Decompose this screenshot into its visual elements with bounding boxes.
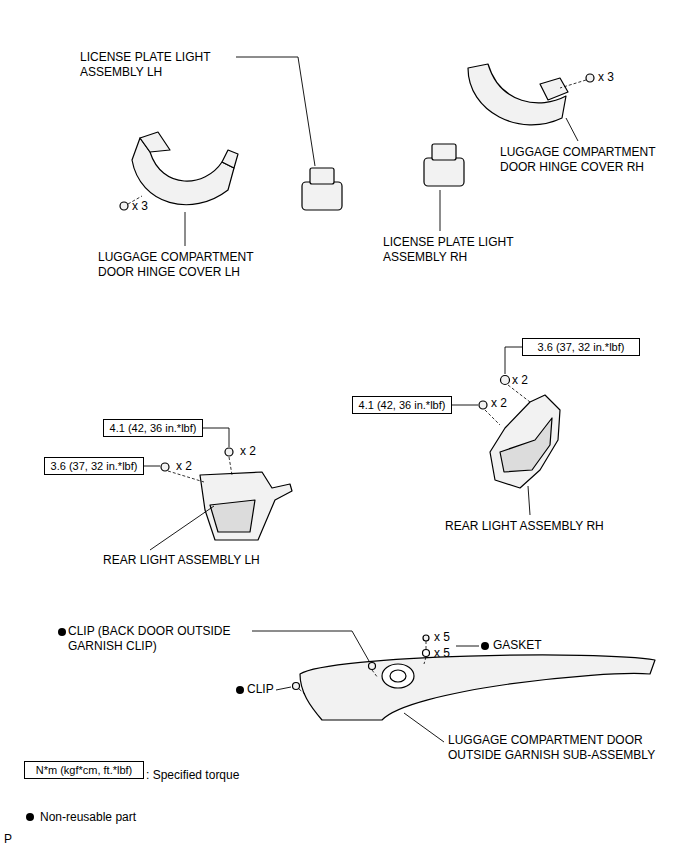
leader-line <box>236 57 315 166</box>
quantity: x 2 <box>176 459 192 474</box>
nut <box>501 376 510 385</box>
quantity: x 5 <box>434 630 450 645</box>
torque-box: 3.6 (37, 32 in.*lbf) <box>522 338 640 356</box>
torque-value: 3.6 (37, 32 in.*lbf) <box>51 460 138 472</box>
license-light <box>424 158 464 186</box>
leader-line <box>452 405 478 406</box>
nut <box>423 635 429 641</box>
clip <box>369 663 376 670</box>
hinge-cover-bracket <box>140 132 170 152</box>
nut <box>161 463 169 471</box>
part-name: LUGGAGE COMPARTMENT DOOR HINGE COVER LH <box>98 250 263 280</box>
install-line <box>299 689 305 694</box>
leader-line <box>185 212 186 246</box>
unit-box: N*m (kgf*cm, ft.*lbf) <box>24 761 144 779</box>
non-reusable-dot <box>26 813 34 821</box>
emblem-inner <box>390 670 406 682</box>
install-line <box>508 385 530 402</box>
install-line <box>229 457 232 475</box>
unit-text: N*m (kgf*cm, ft.*lbf) <box>36 764 133 776</box>
install-line <box>424 657 426 664</box>
quantity: x 2 <box>491 396 507 411</box>
install-line <box>426 641 427 649</box>
quantity: x 3 <box>132 199 148 214</box>
leader-line <box>276 687 291 690</box>
legend-text: : Specified torque <box>146 768 239 783</box>
hinge-cover-bracket <box>540 78 568 100</box>
torque-value: 4.1 (42, 36 in.*lbf) <box>110 422 197 434</box>
quantity: x 3 <box>598 70 614 85</box>
leader-line <box>203 428 229 447</box>
torque-box: 3.6 (37, 32 in.*lbf) <box>44 457 144 475</box>
non-reusable-dot <box>58 628 66 636</box>
torque-value: 3.6 (37, 32 in.*lbf) <box>538 341 625 353</box>
install-line <box>560 80 586 88</box>
non-reusable-dot <box>236 686 244 694</box>
leader-line <box>456 646 479 647</box>
outside-garnish <box>300 655 655 720</box>
nut <box>479 401 487 409</box>
screw <box>120 202 128 210</box>
emblem <box>382 664 414 688</box>
part-name: REAR LIGHT ASSEMBLY LH <box>103 553 260 568</box>
hinge-cover-bracket <box>222 150 238 168</box>
torque-value: 4.1 (42, 36 in.*lbf) <box>359 399 446 411</box>
quantity: x 2 <box>512 373 528 388</box>
part-name: REAR LIGHT ASSEMBLY RH <box>445 519 604 534</box>
part-name: LICENSE PLATE LIGHT ASSEMBLY LH <box>80 50 230 80</box>
rear-light <box>490 395 560 488</box>
quantity: x 5 <box>434 646 450 661</box>
non-reusable-dot <box>481 642 489 650</box>
part-name: CLIP (BACK DOOR OUTSIDE GARNISH CLIP) <box>68 624 258 654</box>
nut <box>225 448 233 456</box>
rear-light-lens <box>500 418 552 472</box>
torque-box: 4.1 (42, 36 in.*lbf) <box>352 396 452 414</box>
leader-line <box>566 118 578 141</box>
leader-line <box>404 713 444 742</box>
part-name: CLIP <box>247 682 274 697</box>
gasket <box>423 650 430 657</box>
install-line <box>372 670 378 678</box>
leader-line <box>150 506 214 550</box>
leader-line <box>505 347 522 374</box>
install-line <box>485 410 500 425</box>
license-light <box>302 182 342 210</box>
leader-line <box>144 466 160 467</box>
screw <box>586 74 594 82</box>
leader-line <box>528 486 530 515</box>
part-name: LUGGAGE COMPARTMENT DOOR OUTSIDE GARNISH… <box>448 733 673 763</box>
license-light-connector <box>432 144 456 160</box>
legend-text: Non-reusable part <box>24 810 136 824</box>
legend-item: Non-reusable part <box>24 809 136 825</box>
rear-light-lens <box>210 500 255 532</box>
quantity: x 2 <box>240 444 256 459</box>
part-name: LICENSE PLATE LIGHT ASSEMBLY RH <box>383 235 533 265</box>
part-name: GASKET <box>493 638 542 653</box>
leader-line <box>440 190 441 231</box>
figure-code: P <box>4 832 12 847</box>
part-name: LUGGAGE COMPARTMENT DOOR HINGE COVER RH <box>500 145 665 175</box>
leader-line <box>252 631 369 661</box>
clip <box>293 683 300 690</box>
license-light-connector <box>310 168 334 184</box>
torque-box: 4.1 (42, 36 in.*lbf) <box>103 419 203 437</box>
